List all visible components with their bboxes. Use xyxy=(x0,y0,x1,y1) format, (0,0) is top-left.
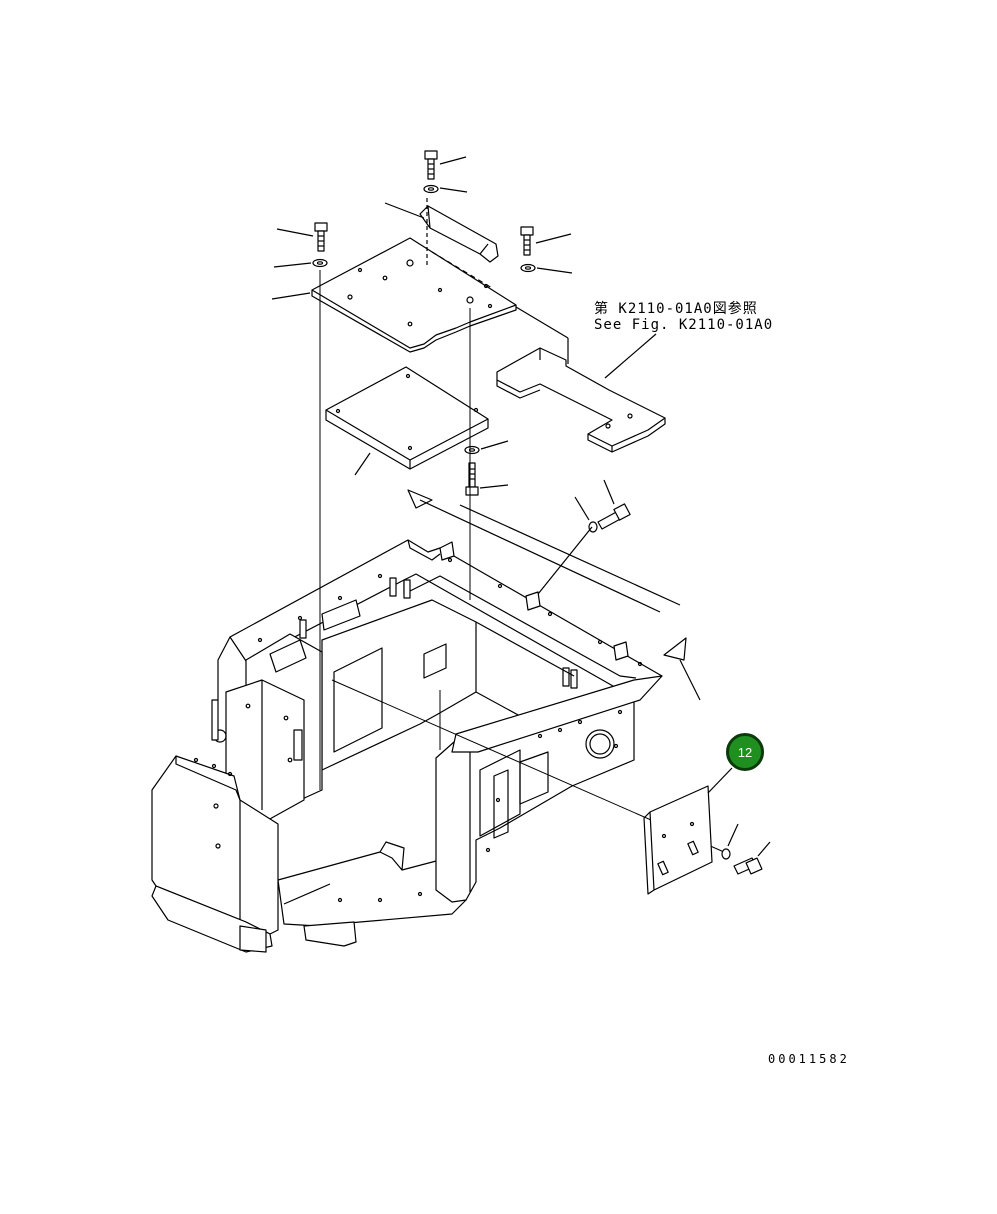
main-frame xyxy=(151,270,725,953)
left-washer xyxy=(273,258,328,268)
guide-markers xyxy=(407,489,701,701)
mounting-plate xyxy=(271,198,517,353)
top-washer xyxy=(423,184,468,194)
cover-bolt xyxy=(733,841,771,875)
side-washer xyxy=(574,496,598,533)
pad xyxy=(325,366,489,476)
right-bolt xyxy=(520,226,572,256)
drawing-number: 00011582 xyxy=(768,1052,850,1066)
side-bolt xyxy=(597,479,631,530)
lower-washer xyxy=(464,440,509,455)
reference-note-jp: 第 K2110-01A0図参照 xyxy=(594,301,758,317)
cover-plate xyxy=(643,767,733,895)
lower-bolt xyxy=(465,462,509,496)
left-bolt xyxy=(276,222,328,252)
top-bolt xyxy=(424,150,467,180)
reference-note-en: See Fig. K2110-01A0 xyxy=(594,317,774,333)
right-washer xyxy=(520,263,573,274)
cover-washer xyxy=(721,823,739,860)
reference-frame xyxy=(496,306,666,453)
part-callout-12[interactable]: 12 xyxy=(726,733,764,771)
upper-bracket xyxy=(384,202,499,263)
